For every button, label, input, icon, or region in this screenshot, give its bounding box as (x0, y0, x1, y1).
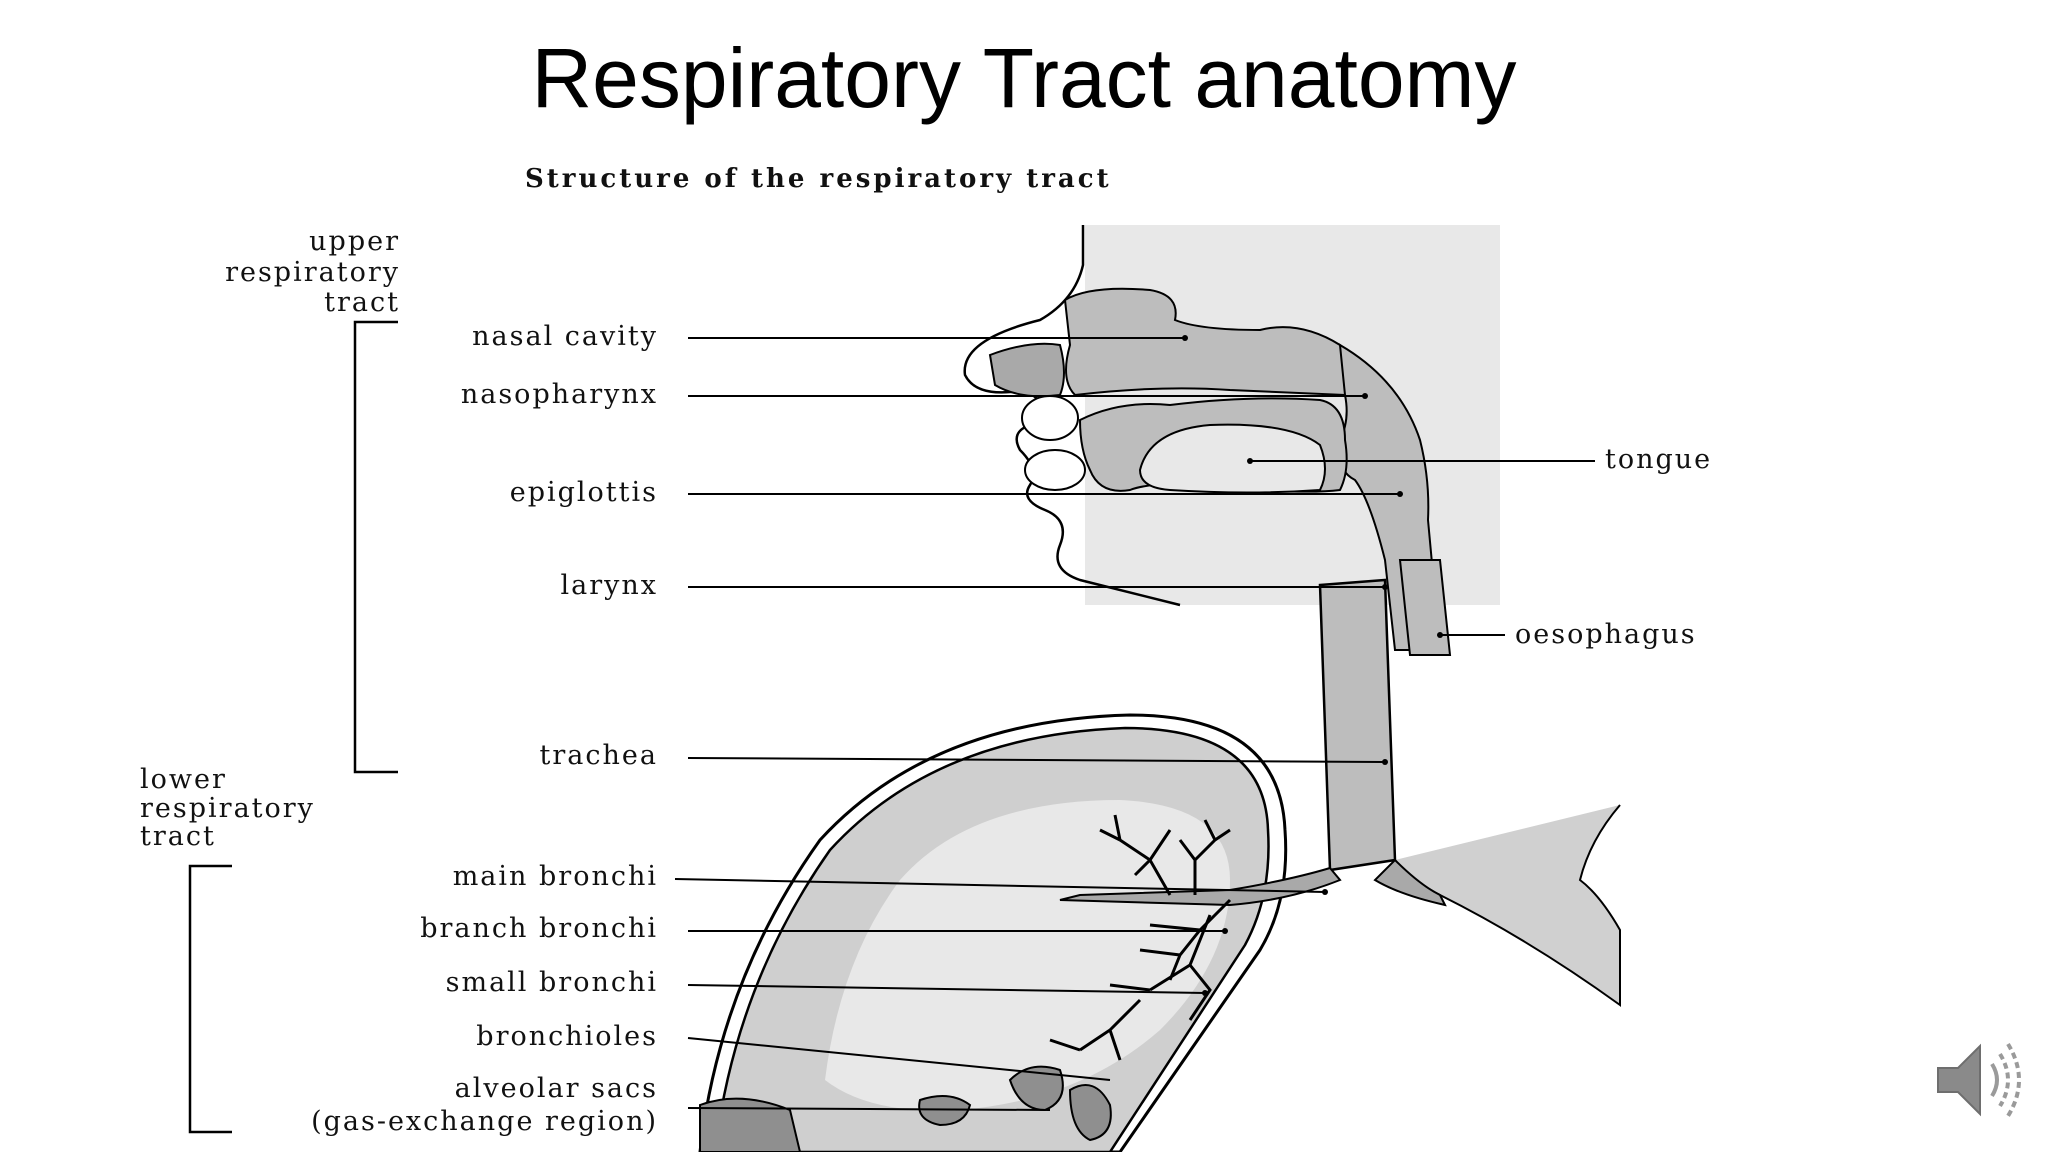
speaker-icon[interactable] (1920, 1030, 2030, 1130)
label-small-bronchi: small bronchi (446, 967, 658, 998)
tongue-shape (1138, 423, 1326, 494)
lower-lip (1024, 449, 1086, 491)
svg-text:upper: upper (309, 226, 400, 257)
main-bronchus-left (1059, 866, 1342, 907)
label-gas-exchange: (gas-exchange region) (311, 1106, 658, 1137)
face-profile (963, 225, 1181, 607)
label-oesophagus: oesophagus (1515, 619, 1697, 650)
alveolar-sac-3 (918, 1095, 972, 1127)
label-nasal-cavity: nasal cavity (472, 321, 658, 352)
right-lung-edge (1394, 804, 1621, 1007)
svg-text:tract: tract (140, 821, 216, 852)
alveolar-sac-1 (1008, 1065, 1064, 1112)
label-bronchioles: bronchioles (476, 1021, 658, 1052)
upper-group-label: upper respiratory tract (225, 226, 400, 318)
svg-text:respiratory: respiratory (140, 793, 315, 824)
pleura-outer (698, 713, 1288, 1152)
nasal-cavity-shape (1063, 287, 1348, 397)
label-epiglottis: epiglottis (510, 477, 658, 508)
leader-lines (674, 337, 1595, 1111)
svg-text:tract: tract (324, 287, 400, 318)
slide-title: Respiratory Tract anatomy (531, 31, 1517, 125)
label-nasopharynx: nasopharynx (461, 379, 658, 410)
lung-inner-region (825, 800, 1230, 1111)
leader-arrowheads (1182, 335, 1443, 996)
nostril-shape (988, 342, 1065, 398)
svg-text:respiratory: respiratory (225, 257, 400, 288)
figure-caption: Structure of the respiratory tract (525, 164, 1112, 194)
label-tongue: tongue (1605, 444, 1712, 475)
trachea-shape (1318, 578, 1397, 872)
label-larynx: larynx (560, 570, 658, 601)
svg-text:lower: lower (140, 764, 227, 795)
label-alveolar-sacs: alveolar sacs (455, 1073, 658, 1104)
upper-bracket (353, 320, 398, 774)
main-bronchus-right (1373, 858, 1447, 907)
alveolar-dark-region (699, 1097, 802, 1152)
label-trachea: trachea (540, 740, 658, 771)
alveolar-sac-2 (1068, 1084, 1112, 1142)
oesophagus-shape (1398, 559, 1452, 656)
label-main-bronchi: main bronchi (453, 861, 658, 892)
lower-bracket (188, 864, 232, 1134)
upper-lip (1021, 395, 1079, 441)
lower-group-label: lower respiratory tract (140, 764, 315, 852)
label-branch-bronchi: branch bronchi (420, 913, 658, 944)
